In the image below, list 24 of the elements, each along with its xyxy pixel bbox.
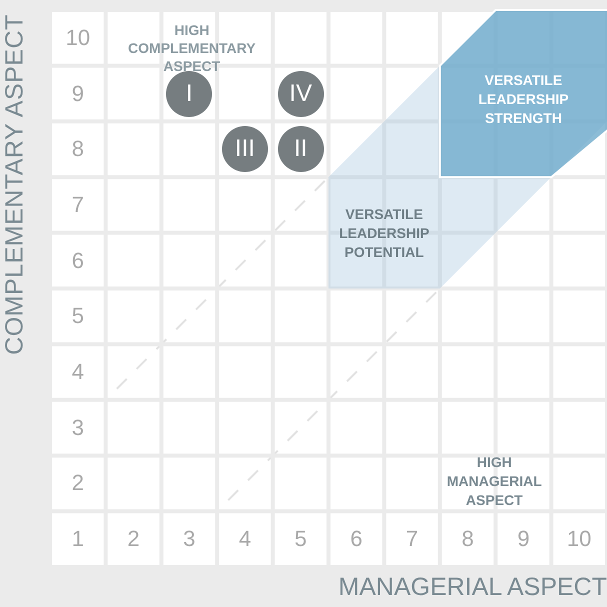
axis-tick-label: 7: [70, 192, 85, 218]
axis-tick-label: 3: [70, 414, 85, 441]
axis-tick-label: 2: [70, 470, 85, 496]
region-label: VERSATILE LEADERSHIP STRENGTH: [477, 71, 570, 128]
axis-tick-label: 4: [238, 526, 252, 552]
axis-tick-label: 6: [70, 248, 85, 274]
region-label: VERSATILE LEADERSHIP POTENTIAL: [338, 204, 430, 262]
axis-tick-label: 3: [182, 526, 196, 552]
axis-title: COMPLEMENTARY ASPECT: [0, 13, 30, 357]
axis-tick-label: 8: [70, 136, 85, 162]
axis-tick-label: 9: [516, 526, 531, 552]
region-label: HIGH MANAGERIAL ASPECT: [446, 452, 543, 510]
axis-tick-label: 9: [70, 80, 85, 107]
axis-tick-label: 5: [70, 303, 85, 330]
axis-tick-label: 10: [566, 526, 592, 552]
axis-tick-label: 6: [349, 526, 364, 552]
axis-tick-label: 7: [404, 526, 420, 552]
axis-title: MANAGERIAL ASPECT: [337, 573, 607, 602]
axis-tick-label: 4: [70, 359, 85, 386]
axis-tick-label: 10: [64, 24, 92, 51]
axis-tick-label: 2: [126, 526, 141, 552]
axis-tick-label: 5: [294, 526, 308, 552]
axis-tick-label: 8: [460, 526, 475, 552]
axis-tick-label: 1: [70, 526, 85, 552]
